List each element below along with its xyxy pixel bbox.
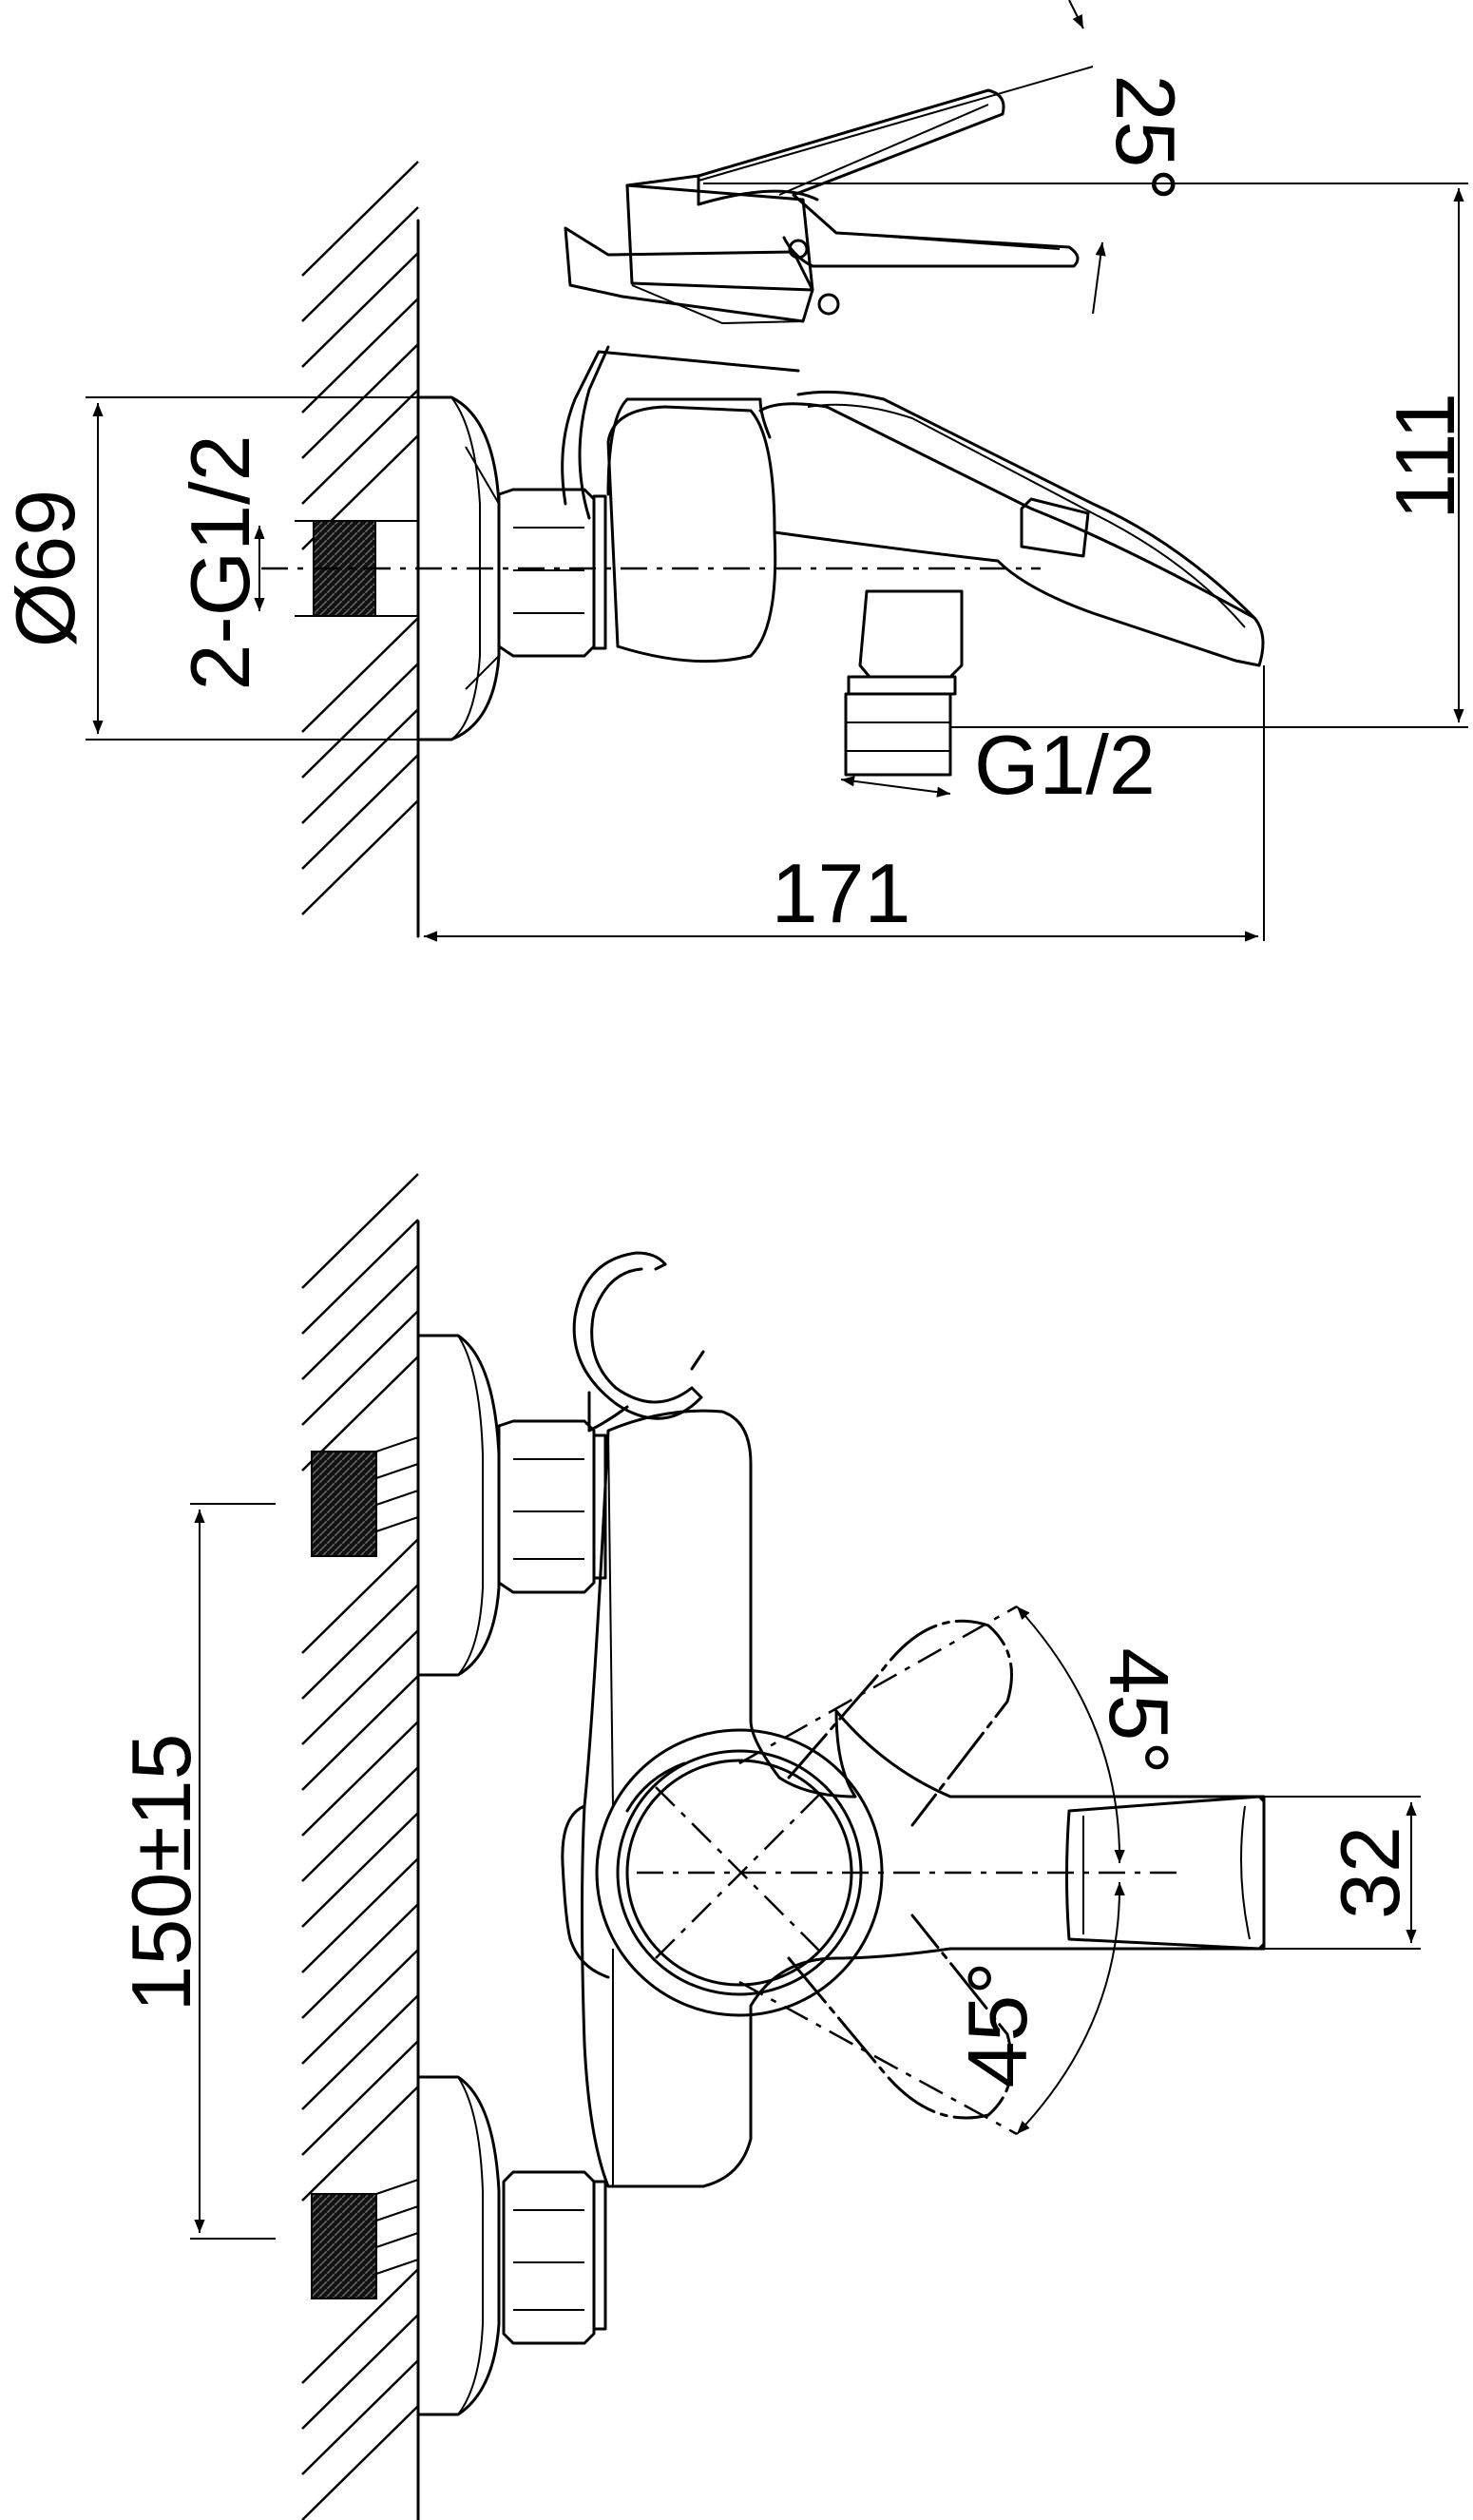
spout <box>758 402 1265 667</box>
lower-inlet-thread <box>311 2193 377 2299</box>
hatch-line <box>301 663 419 779</box>
hatch-line <box>301 2040 419 2156</box>
hatch-line <box>301 1629 419 1745</box>
hatch-line <box>301 298 419 414</box>
wall-hatch-top <box>301 161 420 938</box>
hatch-line <box>301 1857 419 1973</box>
hatch-line <box>301 1538 419 1654</box>
hatch-line <box>301 2268 419 2384</box>
lever-handle <box>697 88 1080 268</box>
hatch-line <box>301 2086 419 2202</box>
hatch-line <box>301 1584 419 1700</box>
hatch-line <box>301 252 419 368</box>
hatch-line <box>301 2359 419 2475</box>
upper-inlet-thread <box>311 1451 377 1557</box>
hatch-line <box>301 1766 419 1882</box>
hex-nut <box>497 488 596 658</box>
dim-angle-up: 45° <box>1092 1647 1186 1774</box>
hatch-line <box>301 343 419 459</box>
hatch-line <box>301 799 419 915</box>
lever-down-45 <box>787 1914 1013 2120</box>
hatch-line <box>301 1264 419 1380</box>
hatch-line <box>301 1994 419 2110</box>
cartridge-cap <box>564 226 814 323</box>
dim-lever-angle: 25° <box>1099 74 1193 201</box>
outlet-connector <box>858 589 964 679</box>
hatch-line <box>301 389 419 505</box>
hatch-line <box>301 617 419 733</box>
dim-length: 171 <box>772 846 911 940</box>
side-view: 111 25° Ø69 2-G1/2 G1/2 171 <box>0 0 1472 942</box>
upper-hex-nut <box>497 1419 596 1594</box>
hatch-line <box>301 2405 419 2520</box>
front-view: 45° 45° 32 150±15 <box>114 1173 1421 2520</box>
hatch-line <box>301 1903 419 2019</box>
mixer-body <box>606 405 777 664</box>
lever-up-45 <box>787 1619 1013 1827</box>
dim-spout-width: 32 <box>1323 1826 1417 1919</box>
front-body <box>581 1409 1266 2188</box>
hatch-line <box>301 754 419 870</box>
wall-hatch-bottom <box>301 1173 420 2520</box>
hatch-line <box>301 1721 419 1837</box>
shower-hook <box>572 1251 703 1420</box>
dim-center-distance: 150±15 <box>114 1733 208 2011</box>
outlet-thread-body <box>844 692 952 777</box>
hatch-line <box>301 1310 419 1426</box>
hatch-line <box>301 1949 419 2065</box>
dim-angle-down: 45° <box>950 1961 1044 2087</box>
dim-height: 111 <box>1378 393 1472 520</box>
hatch-line <box>301 2314 419 2430</box>
lower-hex-nut <box>502 2170 596 2345</box>
dim-flange-diameter: Ø69 <box>0 490 92 647</box>
hatch-line <box>301 1812 419 1928</box>
hatch-line <box>301 1675 419 1791</box>
hatch-line <box>301 708 419 824</box>
hatch-line <box>301 1219 419 1335</box>
hatch-line <box>301 206 419 322</box>
dim-outlet-thread: G1/2 <box>974 718 1156 812</box>
hatch-line <box>301 161 419 277</box>
dim-inlet-thread: 2-G1/2 <box>173 434 267 690</box>
lower-flange <box>416 2075 501 2416</box>
upper-flange <box>416 1334 501 1677</box>
hatch-line <box>301 1173 419 1289</box>
